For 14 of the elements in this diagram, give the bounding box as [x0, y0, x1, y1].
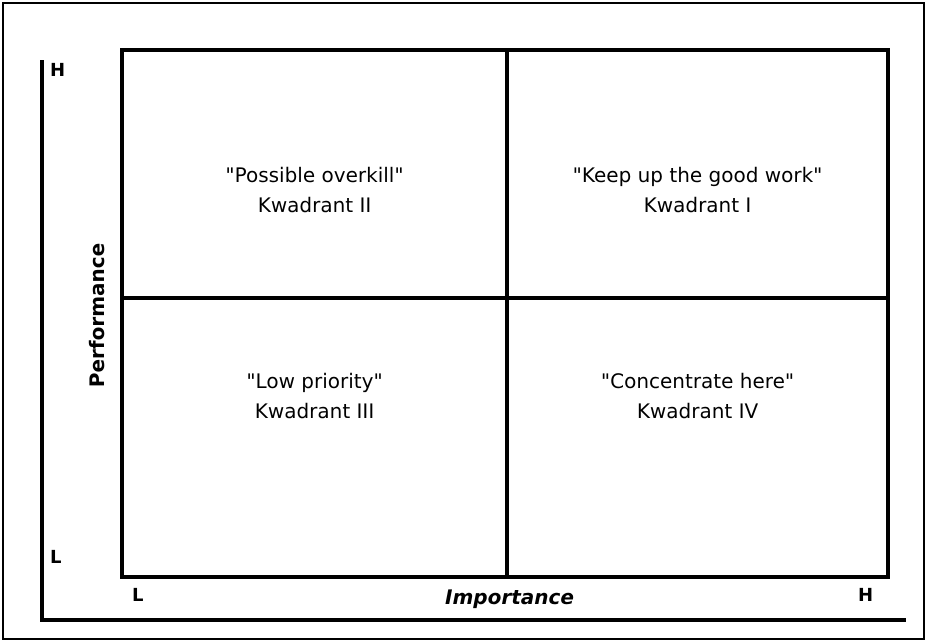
quadrant-title: "Possible overkill" [225, 162, 404, 189]
axis-title: Performance [85, 242, 109, 388]
axis-end-label: L [132, 585, 144, 607]
quadrant-number: Kwadrant I [644, 192, 752, 219]
quadrant-title: "Low priority" [246, 368, 383, 395]
axis-end-label: L [50, 547, 62, 569]
quadrant-number: Kwadrant III [254, 398, 374, 425]
axis-end-label: H [858, 585, 874, 607]
axis-title: Importance [445, 585, 574, 609]
quadrant-number: Kwadrant IV [636, 398, 758, 425]
quadrant-title: "Keep up the good work" [572, 162, 822, 189]
quadrant-title: "Concentrate here" [600, 368, 794, 395]
axis-end-label: H [50, 60, 66, 82]
quadrant-number: Kwadrant II [258, 192, 372, 219]
